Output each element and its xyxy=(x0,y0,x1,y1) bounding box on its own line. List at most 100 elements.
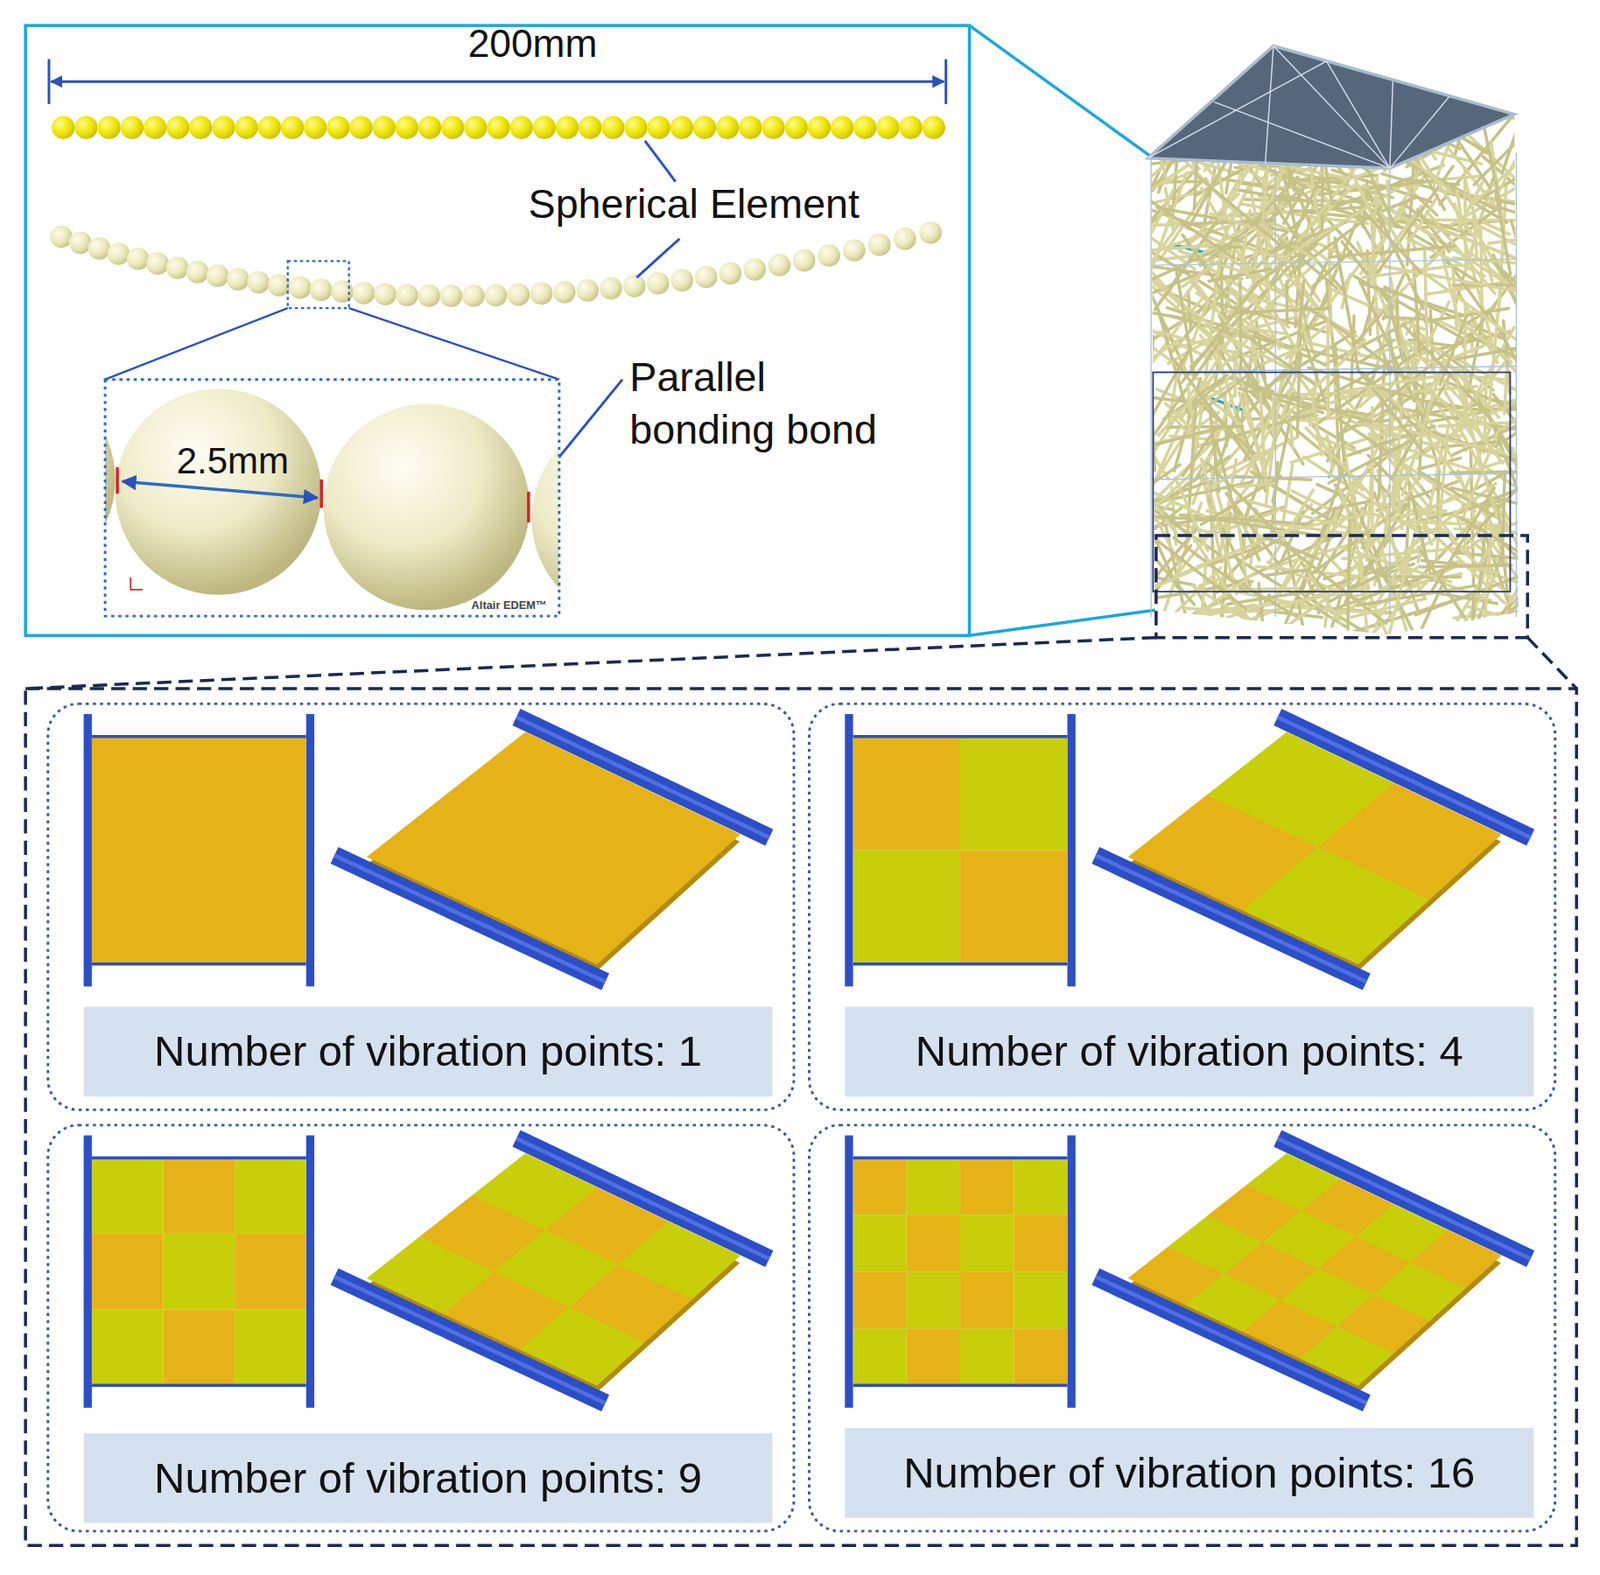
vibration-cell xyxy=(960,850,1067,965)
vibration-cell xyxy=(853,1271,907,1329)
bent-fiber-chain xyxy=(166,256,190,280)
straight-fiber-chain xyxy=(670,116,694,140)
wireframe xyxy=(1150,366,1516,373)
straight-fiber-chain xyxy=(830,116,854,140)
fiber-bundle xyxy=(1326,319,1330,418)
vibration-cell xyxy=(853,736,961,851)
straight-fiber-chain xyxy=(97,116,120,140)
bonded-spheres xyxy=(105,379,560,617)
bent-fiber-chain xyxy=(868,233,892,257)
fiber-bundle xyxy=(1132,454,1214,529)
bent-fiber-chain xyxy=(126,247,150,271)
bent-fiber-chain xyxy=(599,277,623,301)
bent-fiber-chain xyxy=(817,244,841,267)
fiber-bundle xyxy=(1143,196,1235,259)
fiber-bundle xyxy=(1182,574,1254,627)
vibration-panel xyxy=(25,638,1157,689)
parallel-bond xyxy=(526,491,530,523)
panel-caption: Number of vibration points: 16 xyxy=(903,1450,1475,1498)
straight-fiber-chain xyxy=(601,116,625,140)
bent-fiber-chain xyxy=(893,227,917,251)
panel-caption: Number of vibration points: 1 xyxy=(154,1028,702,1076)
parallel-bond xyxy=(319,479,323,509)
plate-top-view xyxy=(1066,1136,1075,1409)
side-rail xyxy=(334,856,606,983)
plate-panel xyxy=(808,1125,1555,1532)
fiber-bundle xyxy=(1431,488,1495,592)
fiber-bundle xyxy=(1351,598,1426,618)
parallel-bond xyxy=(115,467,119,494)
plate-top-view xyxy=(1066,714,1075,987)
bent-fiber-chain xyxy=(186,260,210,284)
straight-fiber-chain xyxy=(166,116,190,140)
straight-fiber-chain xyxy=(853,116,877,140)
bent-fiber-chain xyxy=(246,271,270,295)
straight-fiber-chain xyxy=(143,116,167,140)
lid-truss xyxy=(1389,81,1393,169)
dimension-arrow xyxy=(944,59,948,105)
straight-fiber-chain xyxy=(876,116,899,140)
model-panel xyxy=(25,25,969,636)
bonded-spheres xyxy=(323,404,530,611)
fiber-bundle xyxy=(1101,468,1215,521)
straight-fiber-chain xyxy=(486,116,510,140)
fiber-bundle xyxy=(1182,257,1225,288)
wireframe xyxy=(1150,153,1516,618)
vibration-cell xyxy=(960,1157,1014,1215)
fiber-bundle xyxy=(1429,225,1561,275)
bent-fiber-chain xyxy=(288,276,312,300)
straight-fiber-chain xyxy=(441,116,464,140)
vibration-cell xyxy=(960,1328,1014,1386)
fiber-bundle xyxy=(1305,428,1374,498)
vibration-cell xyxy=(906,1271,961,1329)
bent-fiber-chain xyxy=(670,269,694,293)
bent-fiber-chain xyxy=(623,274,646,298)
fiber-bundle xyxy=(1167,425,1243,429)
side-rail xyxy=(1095,856,1368,983)
plate-3d-view xyxy=(1095,1138,1531,1404)
bent-fiber-chain xyxy=(842,238,866,262)
fiber-bundle xyxy=(1151,347,1191,416)
bent-fiber-chain xyxy=(530,282,554,306)
fiber-bundle xyxy=(1193,378,1225,406)
bent-fiber-chain xyxy=(309,278,333,302)
fiber-bundle xyxy=(1149,245,1213,251)
vibration-cell xyxy=(367,732,741,965)
region-outline xyxy=(1152,372,1510,593)
lid-truss xyxy=(1326,61,1390,169)
bent-fiber-chain xyxy=(49,221,942,308)
fiber-bundle xyxy=(1459,573,1498,631)
lid-truss xyxy=(1273,45,1390,169)
fiber-bundle xyxy=(1308,573,1341,625)
fiber-bundle xyxy=(1360,283,1398,295)
straight-fiber-chain xyxy=(738,116,762,140)
fiber-bundle xyxy=(1266,538,1319,560)
part-label: Parallel bonding bond xyxy=(629,350,915,457)
vibration-cell xyxy=(853,1328,907,1386)
bent-fiber-chain xyxy=(484,284,508,308)
fiber-bundle xyxy=(1244,328,1287,335)
fiber-bundle xyxy=(1335,501,1371,509)
zoom-connector xyxy=(969,25,1154,159)
fiber-bundle xyxy=(1175,477,1208,551)
bent-fiber-chain xyxy=(792,249,816,273)
bent-fiber-chain xyxy=(69,231,92,255)
base-callout xyxy=(1156,535,1528,639)
vibration-cell xyxy=(1013,1271,1067,1329)
wireframe xyxy=(1150,473,1516,480)
fiber-bundle xyxy=(1200,476,1281,525)
zoom-detail xyxy=(287,260,350,309)
fiber-bundle xyxy=(1236,484,1271,487)
watermark: Altair EDEM™ xyxy=(471,599,548,611)
plate-top-view xyxy=(91,1156,307,1159)
bent-fiber-chain xyxy=(146,252,169,275)
vibration-cell xyxy=(906,1328,961,1386)
label-box: Number of vibration points: 9 xyxy=(84,1433,773,1524)
fiber-bundle xyxy=(1263,569,1306,576)
fiber-bundle xyxy=(1359,552,1369,639)
bent-fiber-chain xyxy=(440,284,464,308)
fiber-bundle xyxy=(1277,558,1299,595)
fiber-bundle xyxy=(1200,556,1208,641)
